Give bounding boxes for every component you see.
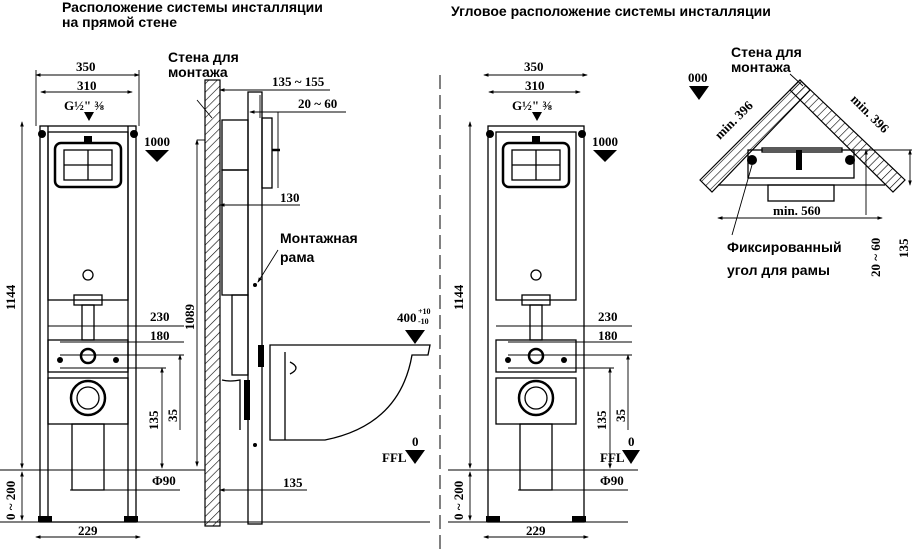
svg-text:-10: -10 xyxy=(418,317,429,326)
svg-text:min. 560: min. 560 xyxy=(773,203,821,218)
svg-text:180: 180 xyxy=(150,328,170,343)
svg-text:0: 0 xyxy=(628,434,635,449)
front-view-left xyxy=(38,125,138,523)
svg-text:310: 310 xyxy=(77,78,97,93)
title-straight-wall: Расположение системы инсталляции xyxy=(62,0,323,15)
wall-label: Стена для xyxy=(168,49,239,65)
svg-text:310: 310 xyxy=(525,78,545,93)
side-view-dims: Стена для монтажа 135 ~ 155 20 ~ 60 130 … xyxy=(168,49,431,523)
svg-text:135: 135 xyxy=(283,475,303,490)
svg-text:0: 0 xyxy=(412,434,419,449)
svg-text:229: 229 xyxy=(526,523,546,538)
svg-text:+10: +10 xyxy=(418,307,431,316)
svg-text:130: 130 xyxy=(280,190,300,205)
svg-text:1000: 1000 xyxy=(592,134,618,149)
svg-text:G½" ⅜: G½" ⅜ xyxy=(512,98,552,113)
svg-text:Φ90: Φ90 xyxy=(152,473,176,488)
svg-text:230: 230 xyxy=(150,309,170,324)
svg-text:1144: 1144 xyxy=(3,284,18,310)
svg-text:угол для рамы: угол для рамы xyxy=(727,262,830,278)
svg-text:1144: 1144 xyxy=(451,284,466,310)
svg-text:135: 135 xyxy=(146,410,161,430)
svg-text:400: 400 xyxy=(397,310,417,325)
corner-view: Стена для монтажа 000 min. 396 min. 396 … xyxy=(688,44,912,278)
svg-text:229: 229 xyxy=(78,523,98,538)
svg-text:135 ~ 155: 135 ~ 155 xyxy=(272,74,325,89)
svg-text:20 ~ 60: 20 ~ 60 xyxy=(868,238,883,277)
svg-text:рама: рама xyxy=(280,249,315,265)
front-view-right: 350 310 G½" ⅜ 1000 1144 0 ~ 200 230 180 … xyxy=(448,59,640,539)
svg-text:135: 135 xyxy=(594,410,609,430)
svg-text:0 ~ 200: 0 ~ 200 xyxy=(3,481,18,520)
svg-text:FFL: FFL xyxy=(382,450,407,465)
svg-text:Φ90: Φ90 xyxy=(600,473,624,488)
front-view-left-dims: 350 310 G½" ⅜ 1000 1144 0 ~ 200 230 180 … xyxy=(0,59,205,539)
svg-text:0 ~ 200: 0 ~ 200 xyxy=(451,481,466,520)
svg-text:монтажа: монтажа xyxy=(731,59,791,75)
svg-text:min. 396: min. 396 xyxy=(848,92,893,137)
svg-text:35: 35 xyxy=(613,409,628,423)
svg-text:135: 135 xyxy=(896,238,911,258)
svg-text:350: 350 xyxy=(524,59,544,74)
wall-hatch xyxy=(204,79,221,527)
svg-text:FFL: FFL xyxy=(600,450,625,465)
svg-text:1089: 1089 xyxy=(182,304,197,331)
svg-text:монтажа: монтажа xyxy=(168,64,228,80)
frame-label: Монтажная xyxy=(280,230,358,246)
fixed-angle-label: Фиксированный xyxy=(727,239,842,255)
svg-text:20 ~ 60: 20 ~ 60 xyxy=(298,96,337,111)
title-corner: Угловое расположение системы инсталляции xyxy=(451,3,771,19)
svg-text:35: 35 xyxy=(165,409,180,423)
svg-text:G½" ⅜: G½" ⅜ xyxy=(64,98,104,113)
corner-wall-label: Стена для xyxy=(731,44,802,60)
svg-text:230: 230 xyxy=(598,309,618,324)
side-view xyxy=(204,79,431,527)
title-straight-wall-2: на прямой стене xyxy=(62,14,177,30)
svg-text:000: 000 xyxy=(688,70,708,85)
svg-text:1000: 1000 xyxy=(144,134,170,149)
svg-text:180: 180 xyxy=(598,328,618,343)
svg-text:350: 350 xyxy=(76,59,96,74)
